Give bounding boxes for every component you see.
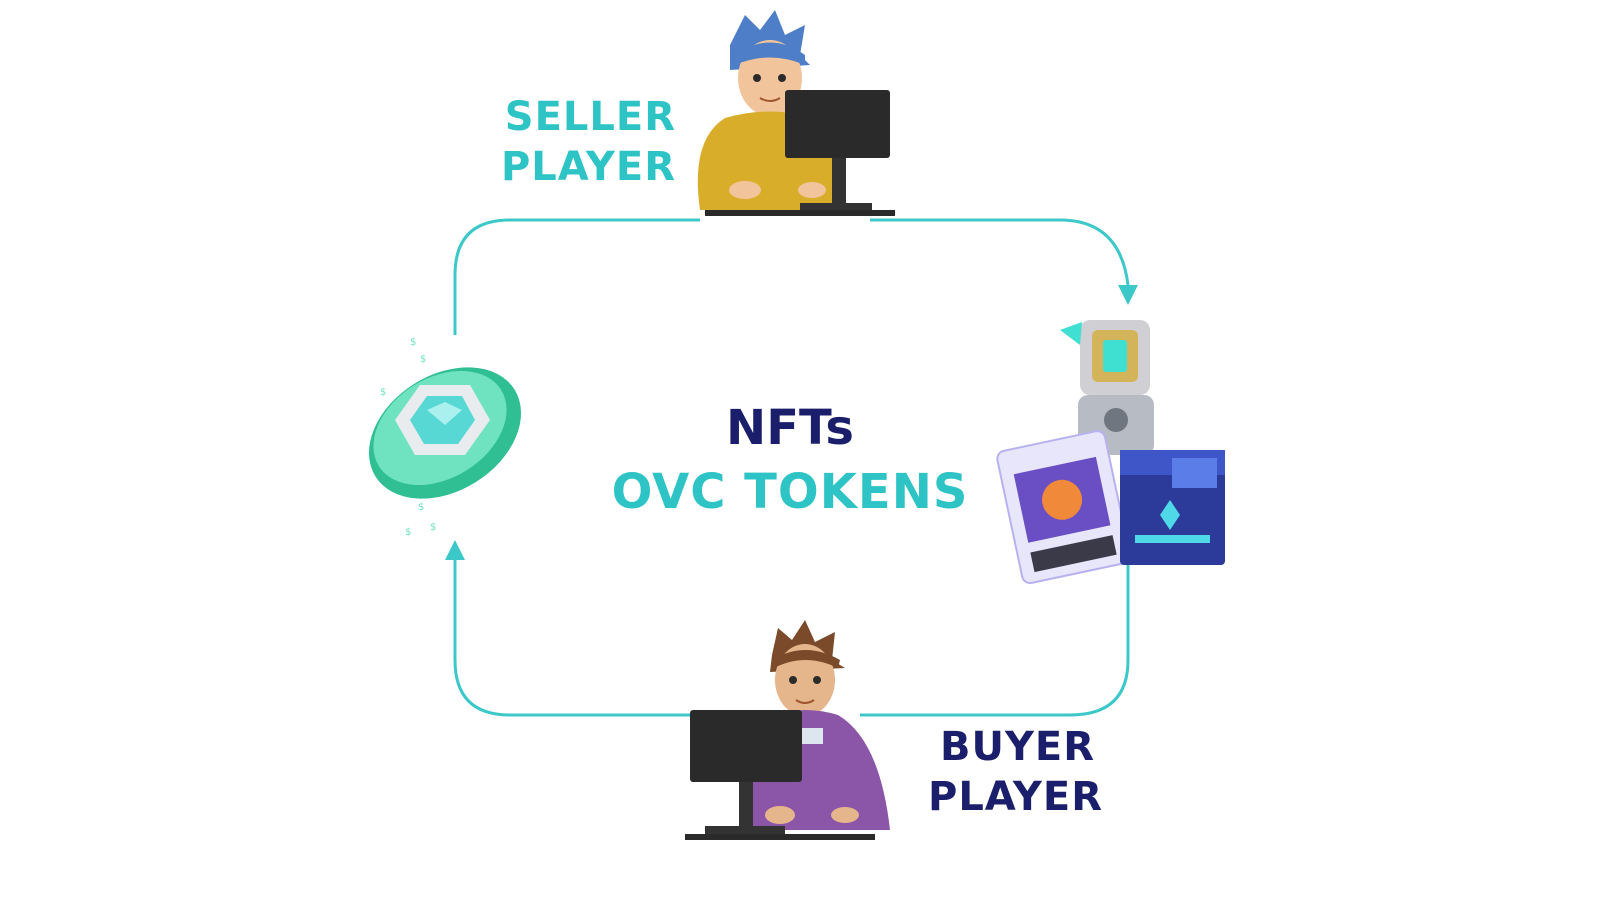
loop-bottom-left [453,560,690,717]
svg-text:$: $ [405,527,411,538]
loop-right-bottom [860,565,1130,717]
buyer-label: BUYER PLAYER [928,722,1103,822]
seller-label: SELLER PLAYER [476,92,676,192]
arrow-down-icon [1118,285,1138,305]
center-label: NFTs OVC TOKENS [560,400,1020,520]
loop-top-left [453,218,700,335]
ovc-tokens-label: OVC TOKENS [611,464,969,520]
nfts-label: NFTs [726,400,854,456]
svg-text:$: $ [380,387,386,398]
buyer-label-line2: PLAYER [928,774,1104,820]
arrow-up-icon [445,540,465,560]
nft-robot-cards-icon [996,320,1225,585]
ovc-token-coin-icon: $ $ $ $ $ $ [368,337,522,538]
svg-text:$: $ [420,354,426,365]
buyer-label-line1: BUYER [940,724,1096,770]
buyer-avatar-icon [685,620,890,840]
seller-label-line2: PLAYER [500,144,676,190]
seller-label-line1: SELLER [504,94,676,140]
seller-avatar-icon [697,10,895,216]
loop-top-right [870,218,1130,286]
svg-text:$: $ [410,337,416,348]
svg-text:$: $ [418,502,424,513]
svg-text:$: $ [430,522,436,533]
